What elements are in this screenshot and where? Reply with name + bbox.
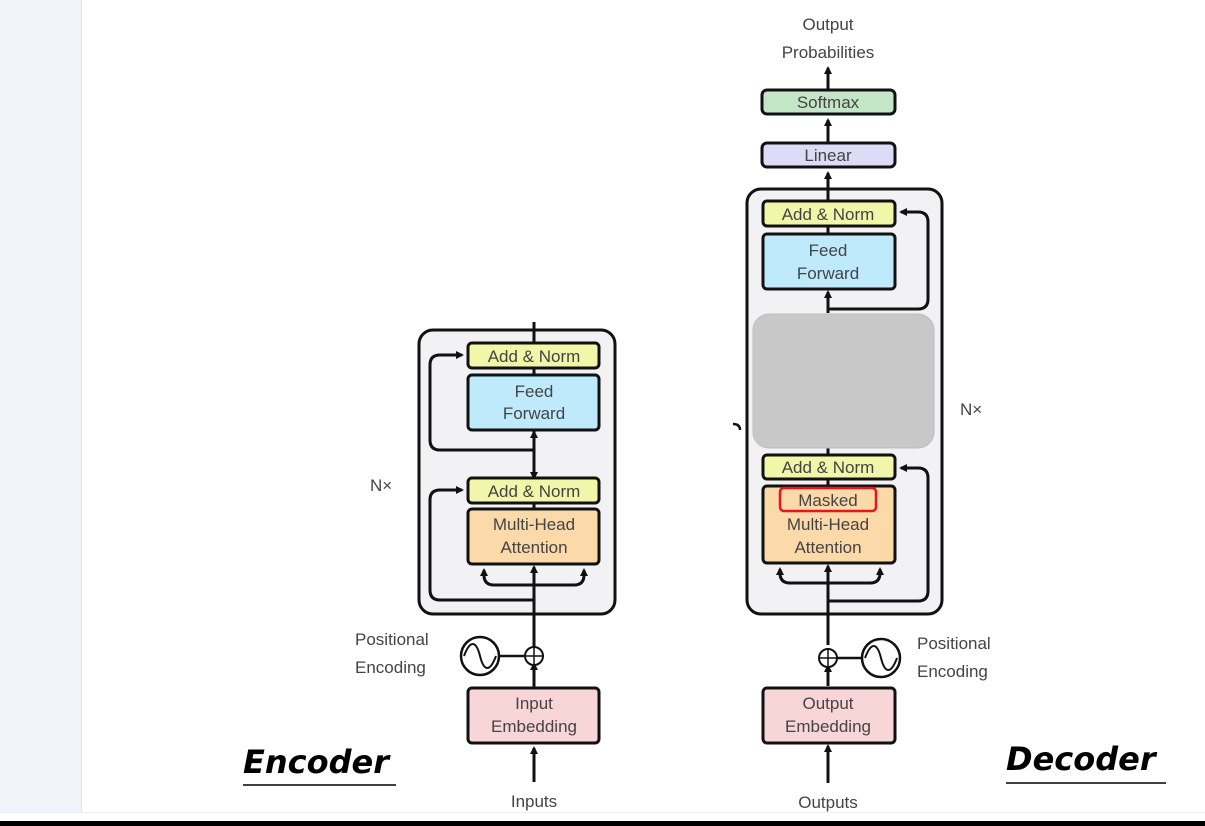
- decoder-add-norm-bottom-label: Add & Norm: [782, 458, 875, 477]
- encoder: Add & Norm Feed Forward Add & Norm Multi…: [243, 322, 617, 811]
- linear-label: Linear: [804, 146, 852, 165]
- hidden-block-overlay: [752, 313, 935, 449]
- encoder-title: Encoder: [243, 743, 391, 781]
- encoder-add-norm-top: [466, 341, 601, 370]
- decoder-outputs-label: Outputs: [798, 793, 858, 812]
- encoder-stack: [417, 328, 617, 616]
- encoder-embedding-label-1: Input: [515, 694, 553, 713]
- decoder-output-embedding: [761, 686, 897, 745]
- encoder-positional-label-1: Positional: [355, 630, 429, 649]
- encoder-positional-encoding-icon: [459, 635, 501, 677]
- decoder-attention-label-2: Multi-Head: [787, 515, 869, 534]
- encoder-inputs-label: Inputs: [511, 792, 557, 811]
- encoder-add-norm-bottom-label: Add & Norm: [488, 482, 581, 501]
- decoder-attention-label-3: Attention: [794, 538, 861, 557]
- softmax-block: [760, 88, 897, 116]
- decoder-feed-forward-label-1: Feed: [809, 241, 848, 260]
- encoder-add-norm-top-label: Add & Norm: [488, 347, 581, 366]
- left-sidebar: [0, 0, 82, 812]
- softmax-label: Softmax: [797, 93, 860, 112]
- encoder-add-icon: [524, 646, 544, 666]
- decoder-embedding-label-1: Output: [802, 694, 853, 713]
- encoder-attention-label-2: Attention: [500, 538, 567, 557]
- decoder: Output Probabilities Softmax Linear Add …: [732, 15, 1166, 812]
- encoder-feed-forward-label-2: Forward: [503, 404, 565, 423]
- output-probabilities-label-1: Output: [802, 15, 853, 34]
- encoder-attention: [466, 507, 601, 566]
- bottom-border: [0, 821, 1205, 826]
- encoder-embedding-label-2: Embedding: [491, 717, 577, 736]
- decoder-embedding-label-2: Embedding: [785, 717, 871, 736]
- decoder-positional-label-2: Encoding: [917, 662, 988, 681]
- decoder-repeat-label: N×: [960, 400, 982, 419]
- encoder-positional-label-2: Encoding: [355, 658, 426, 677]
- decoder-positional-encoding-icon: [860, 637, 902, 679]
- divider: [0, 812, 1205, 813]
- decoder-title: Decoder: [1006, 740, 1158, 778]
- output-probabilities-label-2: Probabilities: [782, 43, 875, 62]
- decoder-feed-forward: [761, 232, 897, 291]
- encoder-feed-forward: [466, 373, 601, 432]
- masked-highlight-box: [778, 486, 878, 513]
- decoder-add-icon: [818, 648, 838, 668]
- encoder-feed-forward-label-1: Feed: [515, 382, 554, 401]
- encoder-input-embedding: [466, 686, 601, 745]
- encoder-repeat-label: N×: [370, 476, 392, 495]
- decoder-add-norm-top-label: Add & Norm: [782, 205, 875, 224]
- encoder-connection-stub: [732, 422, 742, 431]
- decoder-add-norm-bottom: [761, 453, 897, 481]
- linear-block: [760, 141, 897, 169]
- decoder-masked-attention: [761, 484, 897, 565]
- decoder-positional-label-1: Positional: [917, 634, 991, 653]
- decoder-attention-label-1: Masked: [798, 491, 858, 510]
- decoder-feed-forward-label-2: Forward: [797, 264, 859, 283]
- encoder-add-norm-bottom: [466, 476, 601, 505]
- encoder-attention-label-1: Multi-Head: [493, 515, 575, 534]
- decoder-add-norm-top: [761, 199, 897, 228]
